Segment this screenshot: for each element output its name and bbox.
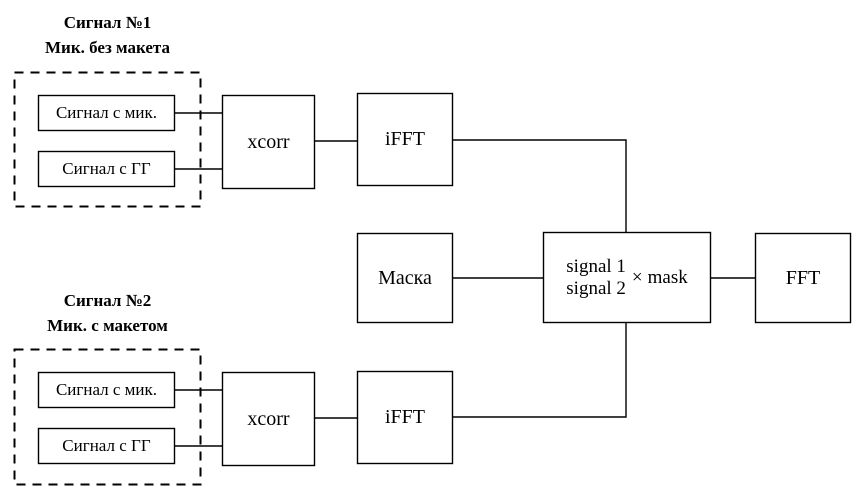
combiner-operator: × (631, 266, 643, 288)
group-title-signal-1-line1: Сигнал №1 (63, 13, 152, 32)
group-title-signal-2-line2: Мик. с макетом (47, 316, 168, 335)
block-ifft-bottom[interactable] (356, 370, 454, 465)
combiner-denominator: signal 2 (566, 277, 626, 299)
input-box-mic-2[interactable] (37, 371, 176, 409)
group-title-signal-1-line2: Мик. без макета (45, 38, 170, 57)
input-box-speaker-1[interactable] (37, 150, 176, 188)
block-combiner[interactable] (542, 231, 712, 324)
block-fft-output[interactable] (754, 232, 852, 324)
combiner-ratio: signal 1 signal 2 (566, 256, 626, 299)
group-title-signal-1: Сигнал №1 Мик. без макета (14, 10, 201, 60)
input-box-speaker-2[interactable] (37, 427, 176, 465)
group-dashed-border-signal-2 (13, 348, 202, 486)
combiner-operand: mask (647, 266, 688, 288)
wire-ifft-bottom-to-combiner (452, 322, 627, 418)
group-title-signal-2-line1: Сигнал №2 (63, 291, 152, 310)
group-title-signal-2: Сигнал №2 Мик. с макетом (14, 288, 201, 338)
block-mask[interactable] (356, 232, 454, 324)
combiner-numerator: signal 1 (566, 256, 626, 278)
block-xcorr-bottom[interactable] (221, 371, 316, 467)
block-xcorr-top[interactable] (221, 94, 316, 190)
label-combiner: signal 1 signal 2 × mask (543, 232, 711, 323)
input-box-mic-1[interactable] (37, 94, 176, 132)
block-ifft-top[interactable] (356, 92, 454, 187)
wire-ifft-top-to-combiner (452, 139, 627, 232)
